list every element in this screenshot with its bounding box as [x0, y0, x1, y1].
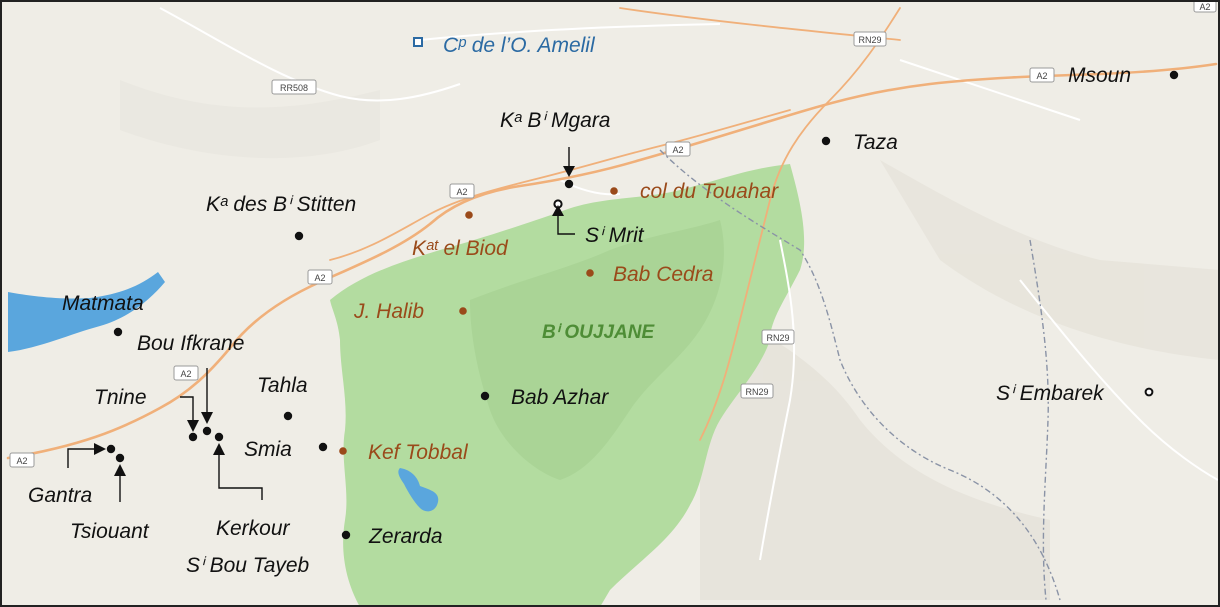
label-zerarda: Zerarda [368, 525, 443, 548]
region-border [659, 149, 1061, 601]
biod-dot-icon [465, 211, 473, 219]
label-si-embarek: Sⁱ Embarek [996, 382, 1105, 405]
label-gantra: Gantra [28, 484, 92, 507]
label-bi-oujjane: Bⁱ OUJJANE [542, 322, 655, 343]
lake-matmata [8, 272, 165, 352]
svg-text:A2: A2 [1036, 71, 1047, 81]
msoun-dot-icon [1169, 70, 1179, 80]
smia-dot-icon [318, 442, 328, 452]
touahar-dot-icon [610, 187, 618, 195]
label-smia: Smia [244, 438, 292, 461]
cedra-dot-icon [586, 269, 594, 277]
shield-a2-bou: A2 [173, 365, 199, 381]
svg-text:RR508: RR508 [280, 83, 308, 93]
gantra-dot-icon [106, 444, 116, 454]
shield-a2-gantra: A2 [9, 452, 35, 468]
label-tnine: Tnine [94, 386, 147, 409]
taza-dot-icon [821, 136, 831, 146]
forest-area-shade [470, 220, 724, 480]
label-tahla: Tahla [257, 374, 308, 397]
arrow-down-icon [563, 166, 575, 177]
minor-roads [159, 7, 1219, 561]
shield-a2-corner: A2 [1193, 0, 1217, 13]
label-kat-el-biod: Kᵃᵗ el Biod [412, 237, 509, 260]
arrow-up-icon [114, 464, 126, 476]
label-bou-ifkrane: Bou Ifkrane [137, 332, 244, 355]
shield-a2-msoun: A2 [1029, 67, 1055, 83]
tnine-dot-icon [188, 432, 198, 442]
arrow-up-icon [213, 443, 225, 455]
label-tsiouant: Tsiouant [70, 520, 150, 543]
tobbal-dot-icon [339, 447, 347, 455]
road-shields: RR508 RN29 RN29 RN29 A2 A2 A2 A2 [9, 0, 1217, 468]
halib-dot-icon [459, 307, 467, 315]
shield-rn29-mid: RN29 [761, 329, 795, 345]
label-ka-bi-mgara: Kᵃ Bⁱ Mgara [500, 109, 611, 132]
arrow-down-icon [201, 412, 213, 424]
embarek-dot-icon [1144, 387, 1154, 397]
shield-a2-west: A2 [307, 269, 333, 285]
zerarda-dot-icon [341, 530, 351, 540]
svg-text:RN29: RN29 [858, 35, 881, 45]
reservoir [398, 468, 439, 512]
svg-text:A2: A2 [314, 273, 325, 283]
arrow-right-icon [94, 443, 106, 455]
label-matmata: Matmata [62, 292, 144, 315]
tahla-dot-icon [283, 411, 293, 421]
tsiouant-dot-icon [115, 453, 125, 463]
arrow-up-icon [552, 205, 564, 216]
stitten-dot-icon [294, 231, 304, 241]
label-si-mrit: Sⁱ Mrit [585, 224, 645, 247]
shield-a2-mid: A2 [449, 183, 475, 199]
arrow-heads [94, 166, 575, 476]
svg-text:A2: A2 [456, 187, 467, 197]
label-bab-cedra: Bab Cedra [613, 263, 713, 286]
label-taza: Taza [853, 131, 898, 154]
shield-a2-taza: A2 [665, 141, 691, 157]
svg-text:RN29: RN29 [745, 387, 768, 397]
label-j-halib: J. Halib [353, 300, 424, 323]
shield-rn29-top: RN29 [853, 31, 887, 47]
svg-text:A2: A2 [1199, 2, 1210, 12]
svg-text:A2: A2 [16, 456, 27, 466]
svg-text:RN29: RN29 [766, 333, 789, 343]
bou-ifkrane-dot-icon [202, 426, 212, 436]
region-border-2 [1029, 239, 1049, 601]
label-kerkour: Kerkour [216, 517, 291, 540]
camp-marker-icon [413, 37, 423, 47]
shield-rr508: RR508 [271, 79, 317, 95]
locality-markers [106, 37, 1179, 540]
svg-text:A2: A2 [180, 369, 191, 379]
matmata-dot-icon [113, 327, 123, 337]
arrow-down-icon [187, 420, 199, 432]
label-kef-tobbal: Kef Tobbal [368, 441, 469, 464]
label-msoun: Msoun [1068, 64, 1131, 87]
mgara-dot-icon [564, 179, 574, 189]
label-ka-des-bi-stitten: Kᵃ des Bⁱ Stitten [206, 193, 356, 216]
label-col-touahar: col du Touahar [640, 180, 779, 203]
svg-text:A2: A2 [672, 145, 683, 155]
label-bab-azhar: Bab Azhar [511, 386, 609, 409]
label-camp-amelil: Cᵖ de l’O. Amelil [443, 34, 596, 57]
terrain-shading [120, 80, 1220, 600]
azhar-dot-icon [480, 391, 490, 401]
shield-rn29-low: RN29 [740, 383, 774, 399]
place-labels: Cᵖ de l’O. Amelil Msoun Kᵃ Bⁱ Mgara Taza… [28, 34, 1131, 577]
kerkour-dot-icon [214, 432, 224, 442]
label-si-bou-tayeb: Sⁱ Bou Tayeb [186, 554, 310, 577]
